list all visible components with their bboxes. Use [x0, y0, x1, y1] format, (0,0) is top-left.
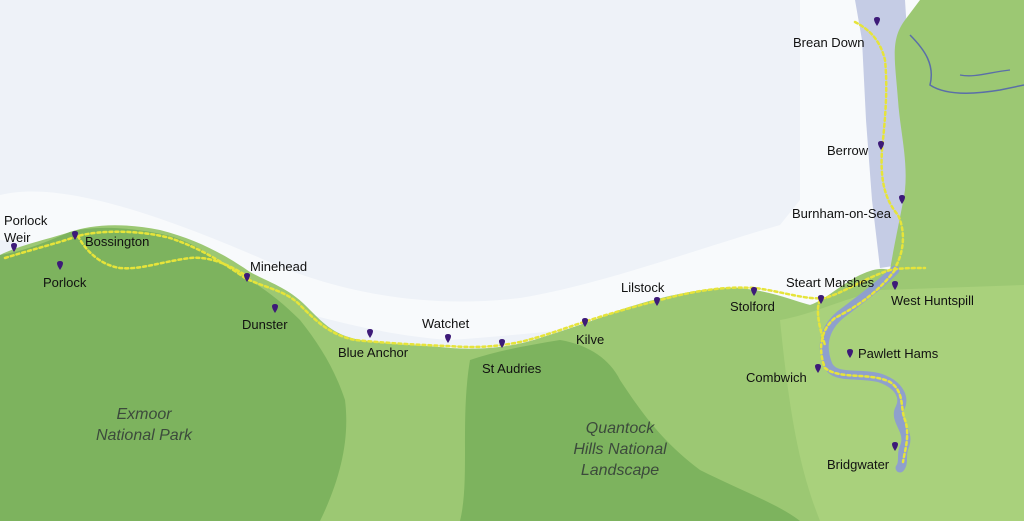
label-st-audries: St Audries — [482, 361, 542, 376]
label-bossington: Bossington — [85, 234, 150, 249]
label-combwich: Combwich — [746, 370, 807, 385]
label-kilve: Kilve — [576, 332, 605, 347]
marker-bossington — [72, 231, 78, 240]
marker-combwich — [815, 364, 821, 373]
region-exmoor: Exmoor National Park — [95, 406, 193, 444]
marker-minehead — [244, 273, 250, 282]
label-bridgwater: Bridgwater — [827, 457, 890, 472]
region-quantock: Quantock Hills National Landscape — [573, 420, 667, 479]
location-markers — [11, 17, 905, 451]
label-porlock-weir: Porlock Weir — [4, 213, 48, 245]
marker-watchet — [445, 334, 451, 343]
label-west-huntspill: West Huntspill — [891, 293, 974, 308]
label-watchet: Watchet — [422, 316, 470, 331]
tidal-flats — [0, 0, 1024, 340]
label-porlock: Porlock — [43, 275, 87, 290]
label-berrow: Berrow — [827, 143, 869, 158]
exmoor-upland — [0, 227, 347, 521]
label-dunster: Dunster — [242, 317, 288, 332]
marker-st-audries — [499, 339, 505, 348]
marker-porlock — [57, 261, 63, 270]
marker-steart-marshes — [818, 295, 824, 304]
label-lilstock: Lilstock — [621, 280, 665, 295]
marker-west-huntspill — [892, 281, 898, 290]
stream — [959, 69, 1011, 77]
marker-blue-anchor — [367, 329, 373, 338]
marker-burnham — [899, 195, 905, 204]
marker-pawlett-hams — [847, 349, 853, 358]
marker-dunster — [272, 304, 278, 313]
label-blue-anchor: Blue Anchor — [338, 345, 409, 360]
label-steart-marshes: Steart Marshes — [786, 275, 875, 290]
quantock-upland — [460, 340, 800, 521]
marker-bridgwater — [892, 442, 898, 451]
marker-lilstock — [654, 297, 660, 306]
marker-porlock-weir — [11, 243, 17, 252]
label-brean-down: Brean Down — [793, 35, 865, 50]
label-stolford: Stolford — [730, 299, 775, 314]
marker-berrow — [878, 141, 884, 150]
label-burnham-on-sea: Burnham-on-Sea — [792, 206, 891, 221]
marker-kilve — [582, 318, 588, 327]
river-axe — [909, 34, 1024, 95]
marker-stolford — [751, 287, 757, 296]
label-minehead: Minehead — [250, 259, 308, 274]
marker-brean-down — [874, 17, 880, 26]
label-pawlett-hams: Pawlett Hams — [858, 346, 939, 361]
coast-path — [3, 20, 927, 464]
